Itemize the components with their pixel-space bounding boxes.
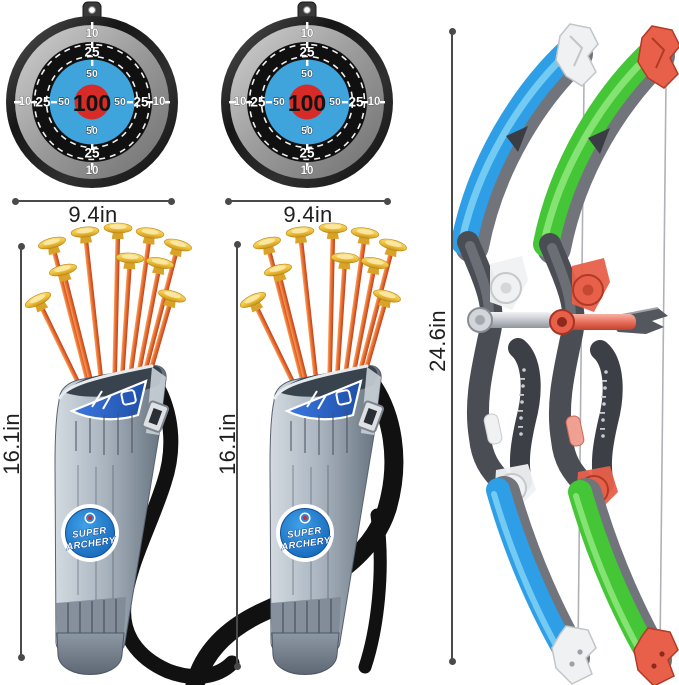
bow-green [533, 25, 679, 685]
quiver-bottom-cap [271, 632, 340, 675]
suction-arrow [349, 238, 407, 404]
bow-tip-top [555, 23, 599, 87]
dim-line-target-1 [12, 197, 175, 205]
ring-label-100: 100 [73, 90, 111, 116]
arrow-clip-bar [482, 312, 554, 328]
dim-line-target-2 [225, 197, 391, 205]
ring-label-50: 50 [58, 96, 70, 108]
target-ring-labels: 10 25 50 100 50 25 10 10 25 50 50 25 10 [18, 28, 166, 178]
suction-arrow [70, 226, 107, 412]
ring-label-25: 25 [133, 95, 149, 110]
ring-label-50: 50 [301, 68, 313, 80]
target-board-1: 10 25 50 100 50 25 10 10 25 50 50 25 10 [6, 1, 178, 188]
ring-label-10: 10 [86, 165, 99, 177]
badge-text-super: SUPER [71, 525, 107, 541]
grip-dots [600, 370, 608, 438]
suction-arrow [123, 227, 165, 410]
ring-label-50: 50 [329, 96, 341, 108]
bow-tip-bottom [551, 625, 597, 685]
ring-label-100: 100 [288, 90, 326, 116]
bow-blue [451, 23, 599, 685]
bow-grip [508, 338, 541, 492]
quiver-body: SUPER ARCHERY [54, 364, 167, 675]
strap-buckle [356, 400, 384, 433]
bows-group [451, 23, 679, 685]
grip-dots [518, 368, 526, 436]
target-ring-labels: 10 25 50 100 50 25 10 10 25 50 50 25 10 [233, 28, 381, 178]
ring-label-25: 25 [84, 45, 100, 60]
quiver-collar-ridges [75, 410, 133, 455]
ring-label-25: 25 [348, 95, 364, 110]
ring-label-25: 25 [84, 146, 100, 161]
dim-label-bows: 24.6in [425, 310, 450, 372]
ring-label-10: 10 [368, 96, 381, 108]
ring-label-50: 50 [86, 68, 98, 80]
quiver-body: SUPER ARCHERY [269, 364, 382, 675]
suction-arrow [338, 227, 380, 410]
quiver-1: SUPER ARCHERY [24, 222, 240, 684]
ring-label-25: 25 [299, 45, 315, 60]
suction-arrow [285, 226, 322, 412]
ring-label-10: 10 [86, 28, 99, 40]
strap-buckle [141, 400, 169, 433]
dim-label-target-2: 9.4in [283, 202, 333, 227]
dim-label-quiver-1: 16.1in [0, 413, 24, 475]
ring-label-50: 50 [301, 125, 313, 137]
suction-arrow [103, 222, 133, 413]
target-axis-ticks [14, 22, 170, 170]
ring-label-10: 10 [19, 96, 32, 108]
quiver-2: SUPER ARCHERY [185, 222, 407, 685]
dim-label-quiver-2: 16.1in [215, 413, 240, 475]
ring-label-25: 25 [299, 146, 315, 161]
ring-label-10: 10 [234, 96, 247, 108]
bow-grip [590, 340, 623, 494]
quiver-bottom-cap [56, 632, 125, 675]
ring-label-10: 10 [153, 96, 166, 108]
bowstring-green [659, 81, 667, 653]
ring-label-25: 25 [35, 95, 51, 110]
dim-line-quiver-1 [17, 243, 25, 661]
ring-label-50: 50 [114, 96, 126, 108]
target-hang-tab [297, 1, 317, 21]
target-hang-tab [82, 1, 102, 21]
target-board-2: 10 25 50 100 50 25 10 10 25 50 50 25 10 [221, 1, 393, 188]
arrows-group [24, 222, 192, 416]
ring-label-50: 50 [86, 125, 98, 137]
dim-line-quiver-2 [233, 241, 241, 670]
dim-line-bows [448, 28, 456, 665]
badge-text-super: SUPER [286, 525, 322, 541]
quiver-collar-ridges [290, 410, 348, 455]
ring-label-50: 50 [273, 96, 285, 108]
ring-label-25: 25 [250, 95, 266, 110]
target-bullseye [74, 84, 110, 120]
ring-label-10: 10 [301, 28, 314, 40]
super-archery-badge: SUPER ARCHERY [276, 504, 334, 562]
ring-label-10: 10 [301, 165, 314, 177]
arrow-clip-bar [564, 314, 636, 330]
bow-tip-top [637, 25, 679, 89]
bow-tip-bottom [633, 627, 679, 685]
target-axis-ticks [229, 22, 385, 170]
suction-arrow [134, 238, 192, 404]
target-bullseye [289, 84, 325, 120]
dim-label-target-1: 9.4in [68, 202, 118, 227]
suction-arrow [318, 222, 348, 413]
super-archery-badge: SUPER ARCHERY [61, 504, 119, 562]
